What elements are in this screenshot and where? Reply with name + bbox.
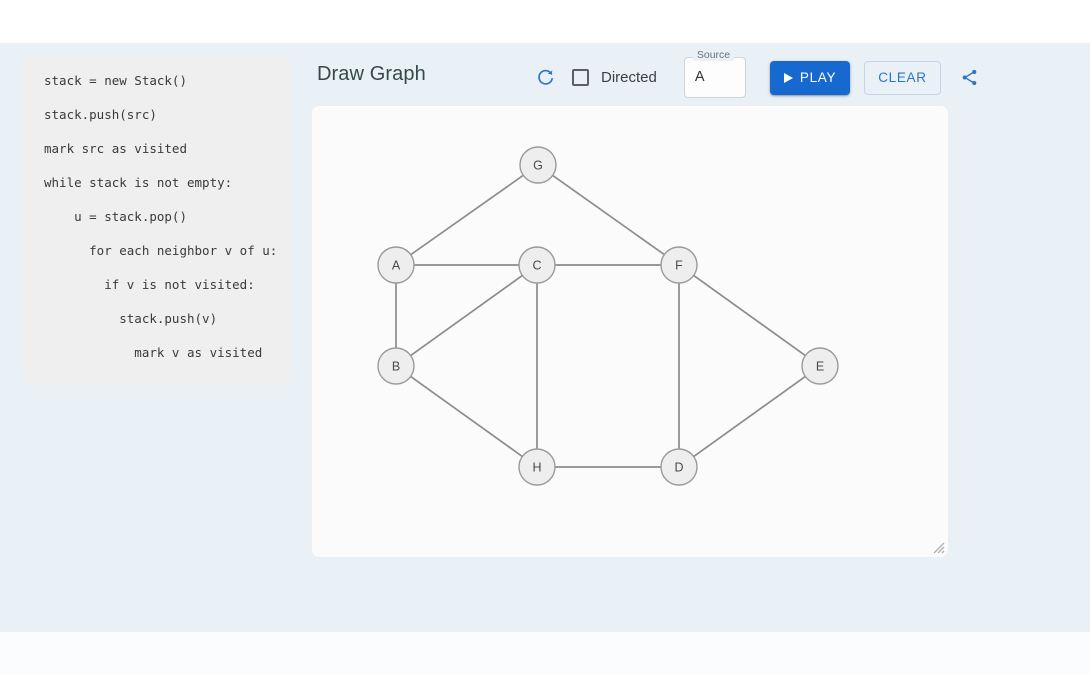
source-input[interactable]: Source A xyxy=(683,50,746,98)
graph-node-circle[interactable] xyxy=(377,347,415,385)
pseudocode-line: u = stack.pop() xyxy=(44,209,187,224)
graph-node-circle[interactable] xyxy=(801,347,839,385)
source-label: Source xyxy=(692,50,735,61)
pseudocode-line: stack.push(src) xyxy=(44,107,157,122)
graph-node[interactable]: B xyxy=(377,347,415,385)
graph-edge[interactable] xyxy=(410,274,523,357)
checkbox-box-icon[interactable] xyxy=(572,69,589,86)
graph-node-circle[interactable] xyxy=(519,146,557,184)
graph-edge[interactable] xyxy=(693,274,806,357)
graph-node[interactable]: E xyxy=(801,347,839,385)
graph-node-label: E xyxy=(816,360,824,374)
graph-node[interactable]: G xyxy=(519,146,557,184)
graph-node-label: D xyxy=(674,461,683,475)
share-icon[interactable] xyxy=(953,61,987,95)
graph-node-label: C xyxy=(532,259,541,273)
graph-node[interactable]: F xyxy=(660,246,698,284)
graph-node[interactable]: D xyxy=(660,448,698,486)
graph-node[interactable]: C xyxy=(518,246,556,284)
directed-label: Directed xyxy=(601,69,657,86)
pseudocode-line: stack.push(v) xyxy=(44,311,218,326)
graph-svg: G A C F B E H D xyxy=(377,146,839,486)
graph-node-circle[interactable] xyxy=(518,448,556,486)
pseudocode-panel: stack = new Stack() stack.push(src) mark… xyxy=(24,57,290,383)
graph-node-label: H xyxy=(532,461,541,475)
pseudocode-line: for each neighbor v of u: xyxy=(44,243,278,258)
graph-node-circle[interactable] xyxy=(660,448,698,486)
graph-node[interactable]: A xyxy=(377,246,415,284)
pseudocode-line: mark src as visited xyxy=(44,141,187,156)
resize-handle[interactable] xyxy=(931,540,945,554)
directed-checkbox[interactable]: Directed xyxy=(572,69,657,86)
graph-canvas[interactable]: G A C F B E H D xyxy=(311,105,949,558)
pseudocode-line: stack = new Stack() xyxy=(44,73,187,88)
graph-edge[interactable] xyxy=(410,174,524,256)
graph-edge[interactable] xyxy=(693,375,806,458)
play-triangle-icon xyxy=(783,72,793,83)
pseudocode-line: mark v as visited xyxy=(44,345,263,360)
graph-toolbar: Directed Source A PLAY CLEAR xyxy=(528,50,987,100)
page-bottom-band xyxy=(0,632,1090,675)
pseudocode-line: while stack is not empty: xyxy=(44,175,233,190)
page-top-band xyxy=(0,0,1090,43)
play-button-label: PLAY xyxy=(799,70,837,85)
graph-node-label: A xyxy=(392,259,401,273)
graph-node-circle[interactable] xyxy=(660,246,698,284)
graph-node[interactable]: H xyxy=(518,448,556,486)
page-title: Draw Graph xyxy=(317,63,426,85)
graph-node-label: G xyxy=(533,159,543,173)
graph-node-label: F xyxy=(675,259,683,273)
graph-edge[interactable] xyxy=(410,375,523,458)
source-value: A xyxy=(694,69,705,85)
clear-button[interactable]: CLEAR xyxy=(864,60,941,95)
refresh-icon[interactable] xyxy=(528,61,562,95)
play-button[interactable]: PLAY xyxy=(769,60,851,95)
graph-node-circle[interactable] xyxy=(518,246,556,284)
graph-node-label: B xyxy=(392,360,400,374)
pseudocode-line: if v is not visited: xyxy=(44,277,255,292)
graph-node-circle[interactable] xyxy=(377,246,415,284)
graph-edge[interactable] xyxy=(552,174,665,256)
